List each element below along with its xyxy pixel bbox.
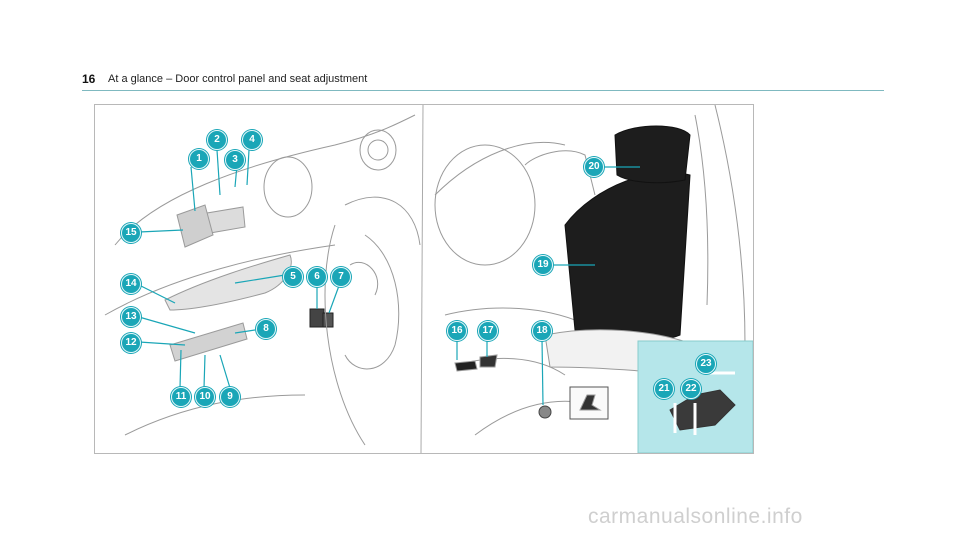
callout-badge: 21 [654,379,674,399]
callout-badge: 9 [220,387,240,407]
callout-badge: 15 [121,223,141,243]
callout-badge: 22 [681,379,701,399]
callout-badge: 14 [121,274,141,294]
watermark: carmanualsonline.info [588,505,803,529]
callout-badge: 10 [195,387,215,407]
callout-badge: 20 [584,157,604,177]
callout-badge: 17 [478,321,498,341]
callout-badge: 8 [256,319,276,339]
page-number: 16 [82,72,95,86]
page-header: 16 At a glance – Door control panel and … [82,72,884,91]
callout-badge: 23 [696,354,716,374]
callout-badge: 5 [283,267,303,287]
callout-badge: 3 [225,150,245,170]
page-title: At a glance – Door control panel and sea… [108,73,367,85]
callout-badge: 16 [447,321,467,341]
callout-badge: 2 [207,130,227,150]
callout-badge: 7 [331,267,351,287]
callout-badge: 19 [533,255,553,275]
callout-badge: 1 [189,149,209,169]
callout-badge: 13 [121,307,141,327]
illustration-figure: 1 2 3 4 5 6 7 8 9 10 11 12 13 14 15 16 1… [94,104,754,454]
callout-badge: 11 [171,387,191,407]
callout-badge: 4 [242,130,262,150]
callout-badge: 12 [121,333,141,353]
callout-badge: 6 [307,267,327,287]
callout-badge: 18 [532,321,552,341]
